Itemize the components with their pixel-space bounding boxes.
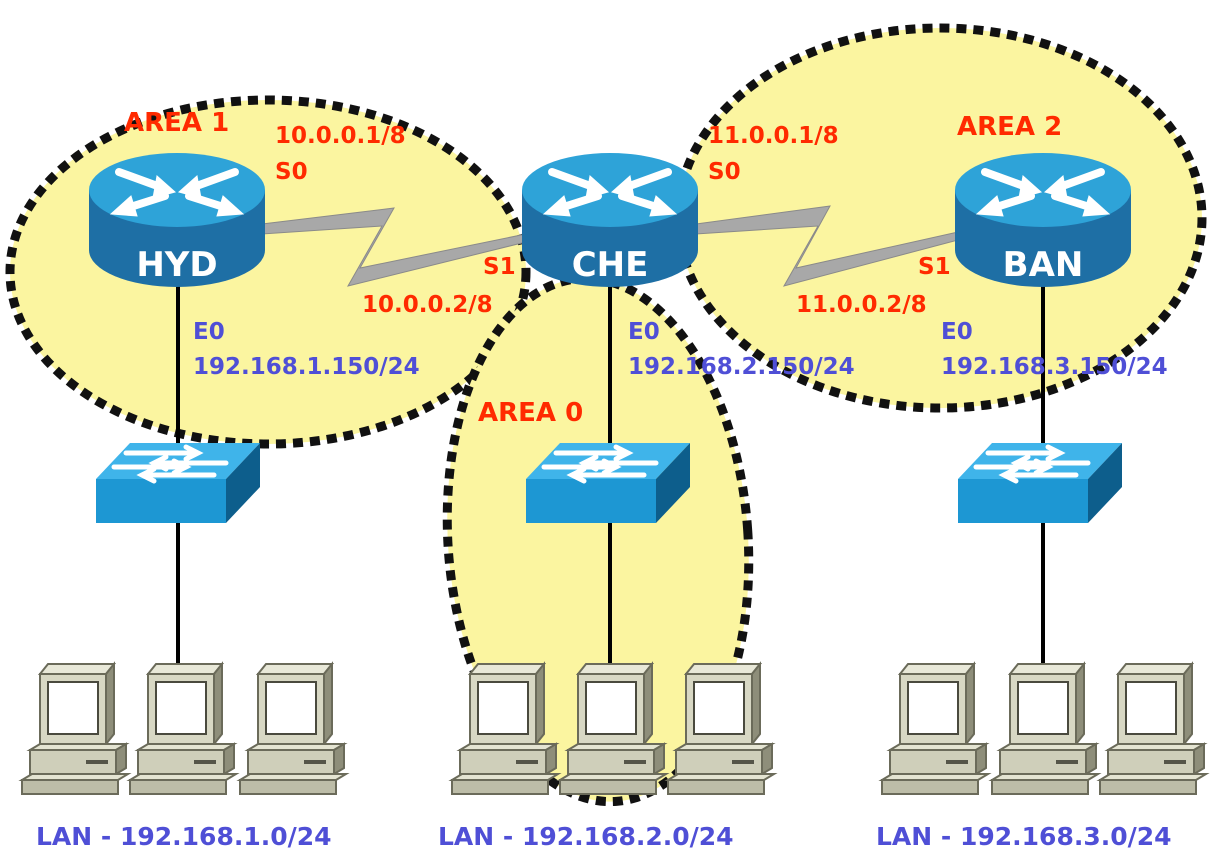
hyd-s0-ip: 10.0.0.1/8 (275, 123, 406, 149)
router-icon: CHE (522, 153, 698, 287)
lan-label-ban: LAN - 192.168.3.0/24 (876, 822, 1172, 851)
switch-icon (526, 443, 690, 523)
switch-icon (96, 443, 260, 523)
che-s1-label: S1 (483, 254, 516, 280)
switch-icon (958, 443, 1122, 523)
che-e0-ip: 192.168.2.150/24 (628, 354, 855, 380)
router-name-hyd: HYD (136, 245, 217, 285)
hyd-e0-label: E0 (193, 319, 225, 345)
ban-s1-ip: 11.0.0.2/8 (796, 292, 927, 318)
workstation-icon (1099, 663, 1207, 795)
ban-s1-label: S1 (918, 254, 951, 280)
hyd-s0-label: S0 (275, 159, 308, 185)
workstation-icon (239, 663, 347, 795)
che-s0-ip: 11.0.0.1/8 (708, 123, 839, 149)
lan-label-che: LAN - 192.168.2.0/24 (438, 822, 734, 851)
workstation-icon (881, 663, 989, 795)
che-s1-ip: 10.0.0.2/8 (362, 292, 493, 318)
che-s0-label: S0 (708, 159, 741, 185)
lan-label-hyd: LAN - 192.168.1.0/24 (36, 822, 332, 851)
area-1-label: AREA 1 (124, 108, 230, 138)
area-0-label: AREA 0 (478, 398, 584, 428)
ban-e0-ip: 192.168.3.150/24 (941, 354, 1168, 380)
area-1-bubble (5, 95, 531, 449)
workstation-icon (451, 663, 559, 795)
ban-e0-label: E0 (941, 319, 973, 345)
area-2-label: AREA 2 (957, 112, 1063, 142)
router-icon: BAN (955, 153, 1131, 287)
che-e0-label: E0 (628, 319, 660, 345)
hyd-e0-ip: 192.168.1.150/24 (193, 354, 420, 380)
router-icon: HYD (89, 153, 265, 287)
workstation-icon (129, 663, 237, 795)
workstation-icon (21, 663, 129, 795)
router-name-che: CHE (572, 245, 649, 285)
router-name-ban: BAN (1003, 245, 1084, 285)
workstation-icon (991, 663, 1099, 795)
